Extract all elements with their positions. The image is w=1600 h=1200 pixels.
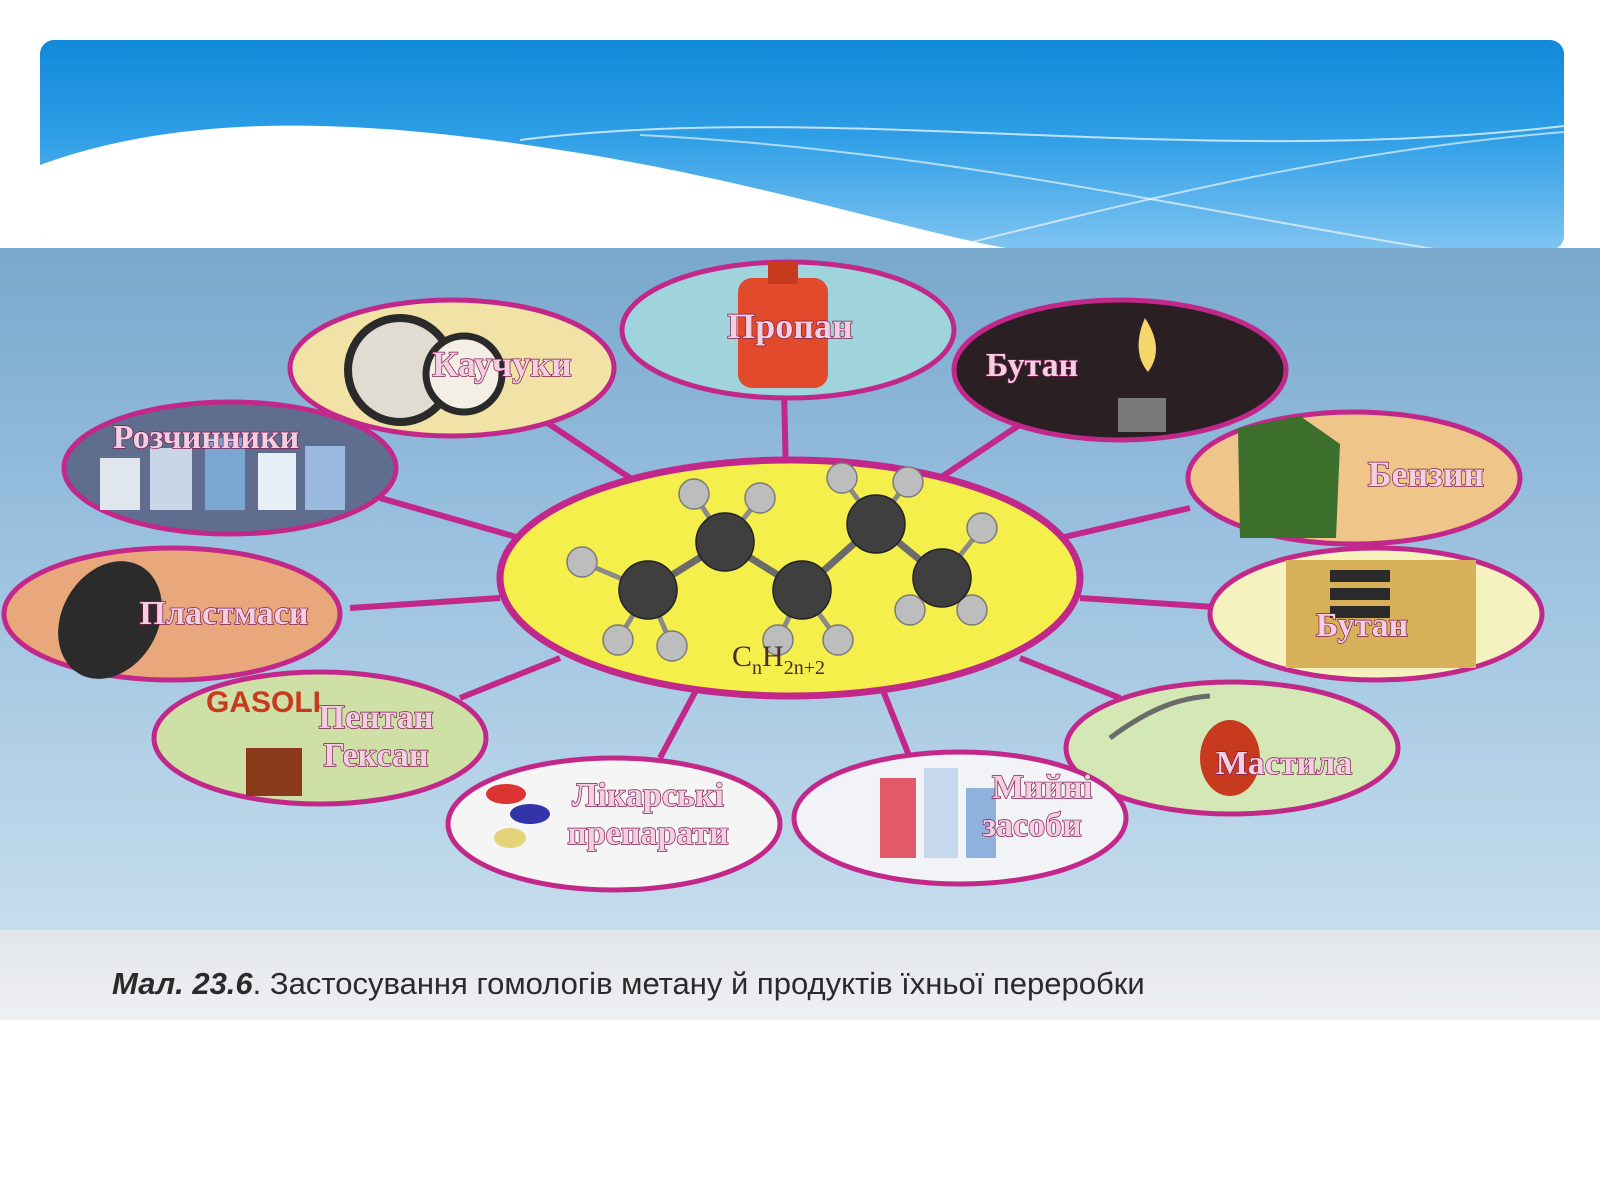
connector-butan-right xyxy=(1079,595,1231,611)
node-label-mastyla: Мастила xyxy=(1216,745,1353,782)
banner-wave xyxy=(40,125,1564,250)
node-label-propan: Пропан xyxy=(727,306,853,346)
node-butan-right: Бутан xyxy=(1207,545,1545,683)
node-label-butan-right: Бутан xyxy=(1316,607,1408,644)
diagram-canvas: CnH2n+2 Пропан Каучуки Бутан xyxy=(1,259,1545,893)
connector-butan-top xyxy=(938,415,1032,481)
connector-kauchuky xyxy=(538,415,632,481)
diagram-figure: CnH2n+2 Пропан Каучуки Бутан xyxy=(0,248,1600,1020)
connector-likarski xyxy=(657,681,703,760)
flame-icon xyxy=(1138,318,1156,372)
node-label-butan-top: Бутан xyxy=(986,347,1078,384)
lighter-icon xyxy=(1118,398,1166,432)
node-label-likarski: Лікарські xyxy=(572,777,724,814)
connector-plastmasy xyxy=(349,595,501,611)
node-label-zasoby: засоби xyxy=(982,807,1081,844)
molecule-model xyxy=(566,462,998,662)
caption-text: . Застосування гомологів метану й продук… xyxy=(252,966,1145,1001)
node-benzyn: Бензин xyxy=(1185,409,1523,547)
node-label-pentan: Пентан xyxy=(319,699,434,736)
node-rozchynnyky: Розчинники xyxy=(61,399,399,537)
node-label-benzyn: Бензин xyxy=(1368,454,1484,494)
connector-rozchynnyky xyxy=(379,495,521,541)
node-mastyla: Мастила xyxy=(1063,679,1401,817)
general-formula: CnH2n+2 xyxy=(732,640,825,679)
connector-mastyla xyxy=(1018,655,1122,701)
node-butan-top: Бутан xyxy=(951,297,1289,443)
gas-cylinder-icon xyxy=(738,278,828,388)
caption-strip xyxy=(0,930,1600,1020)
node-plastmasy: Пластмаси xyxy=(1,545,343,683)
gasoline-sign-icon: GASOLI xyxy=(206,686,321,719)
title-banner xyxy=(40,40,1564,250)
node-label-geksan: Гексан xyxy=(324,737,429,774)
node-kauchuky: Каучуки xyxy=(287,297,617,439)
center-node: CnH2n+2 xyxy=(496,456,1084,700)
node-label-preparaty: препарати xyxy=(567,815,729,852)
connectors xyxy=(349,387,1231,760)
node-label-myini: Мийні xyxy=(992,769,1092,806)
caption-label: Мал. 23.6 xyxy=(112,966,253,1001)
node-myini: Мийні засоби xyxy=(791,749,1129,887)
node-label-plastmasy: Пластмаси xyxy=(140,595,309,632)
bottles-icon xyxy=(100,458,140,510)
node-label-kauchuky: Каучуки xyxy=(432,344,572,384)
node-pentan: GASOLI Пентан Гексан xyxy=(151,669,489,807)
detergents-icon xyxy=(880,778,916,858)
fuel-canister-icon xyxy=(1238,416,1340,538)
pills-icon xyxy=(486,784,526,804)
node-label-rozchynnyky: Розчинники xyxy=(113,419,300,456)
connector-benzyn xyxy=(1059,505,1191,541)
node-likarski: Лікарські препарати xyxy=(445,755,783,893)
computer-mouse-icon xyxy=(58,561,162,679)
connector-myini xyxy=(877,681,913,760)
node-propan: Пропан xyxy=(619,259,957,401)
connector-pentan xyxy=(458,655,562,701)
figure-caption: Мал. 23.6. Застосування гомологів метану… xyxy=(112,966,1552,1002)
oil-can-icon xyxy=(1200,720,1260,796)
